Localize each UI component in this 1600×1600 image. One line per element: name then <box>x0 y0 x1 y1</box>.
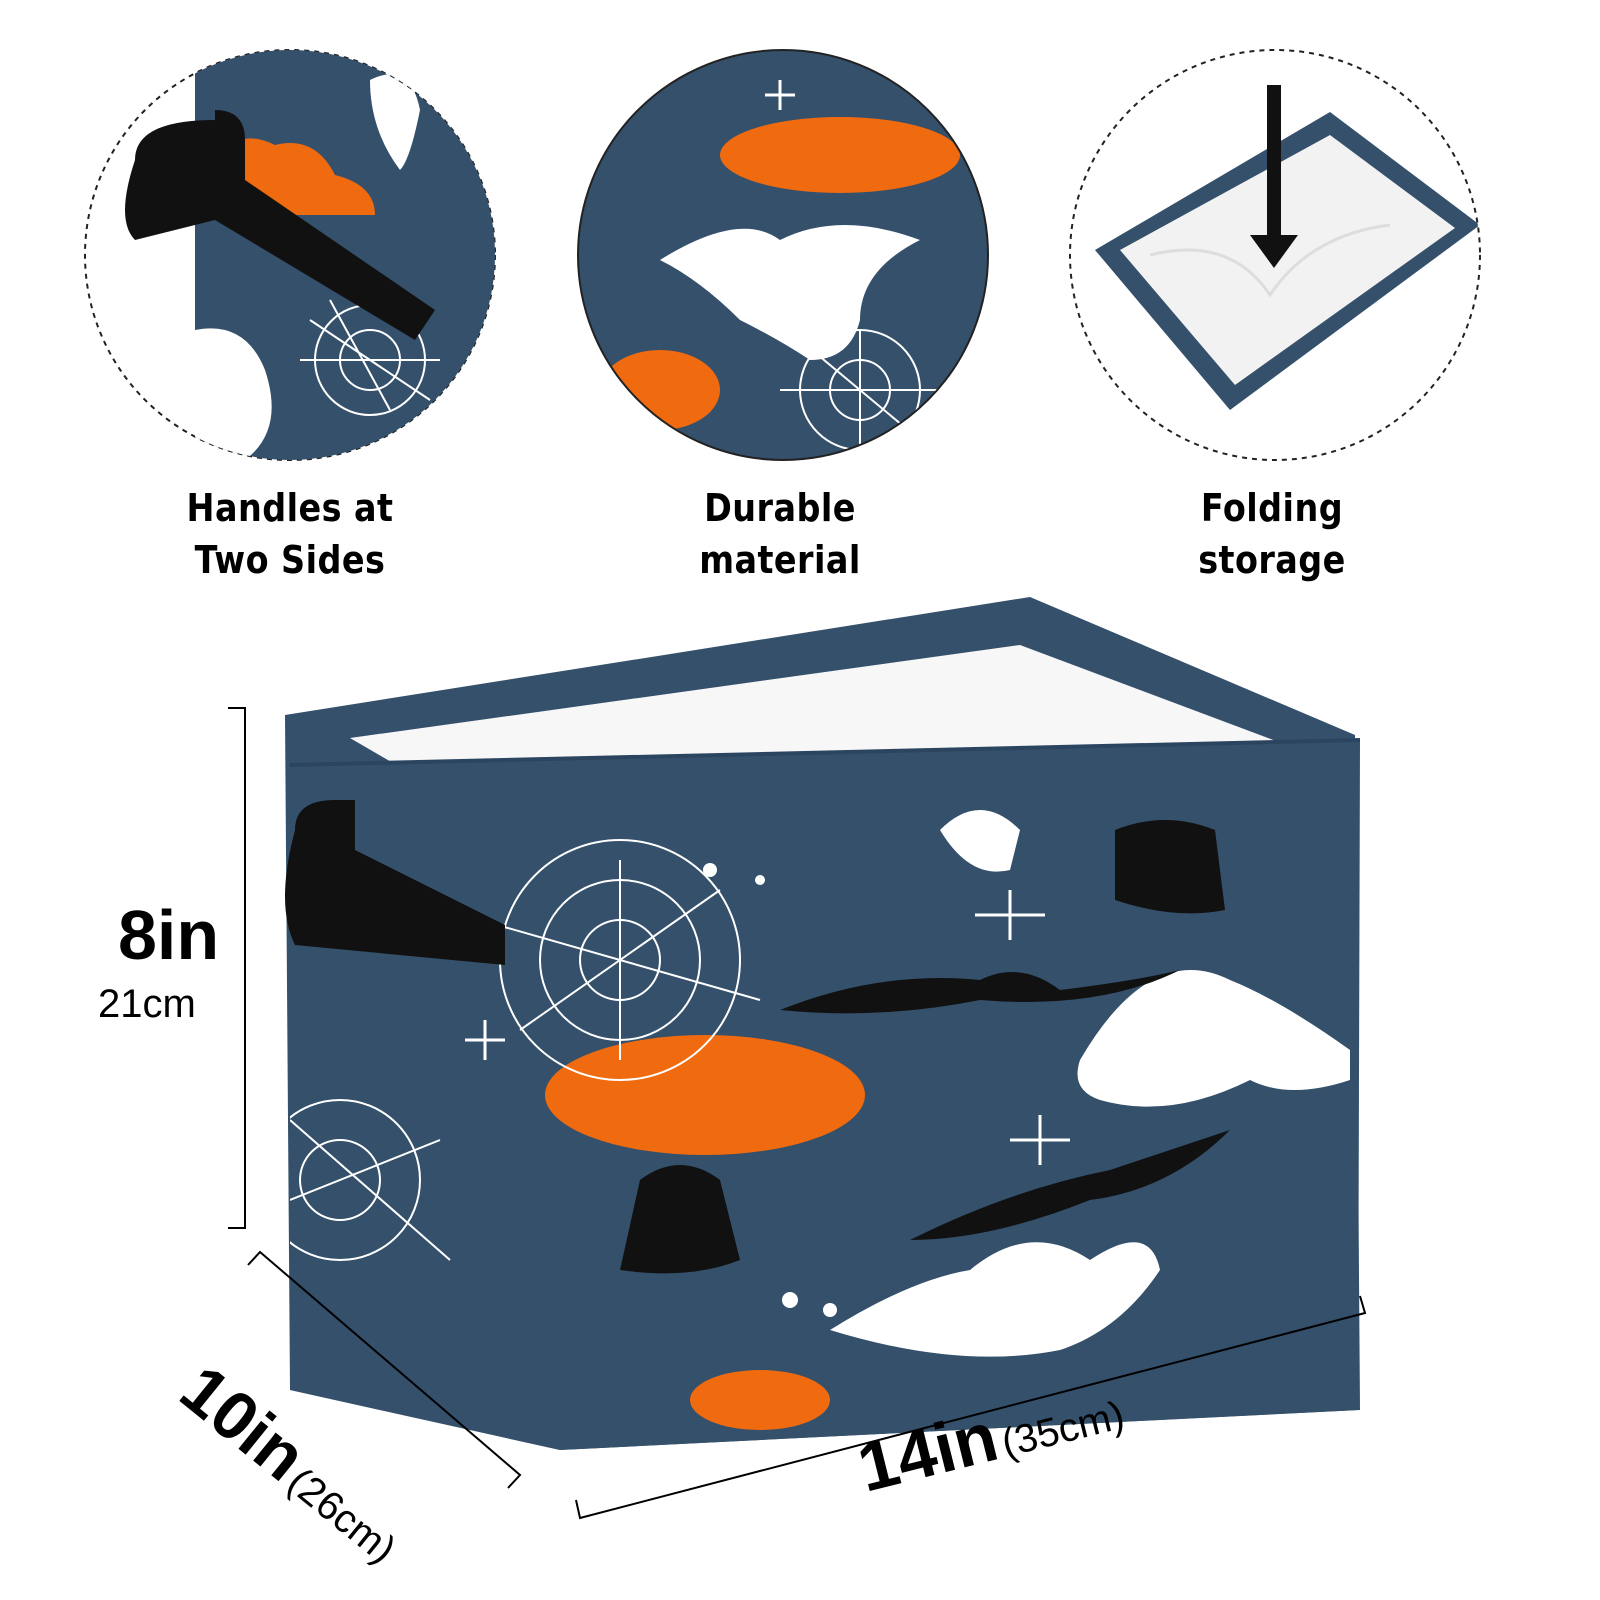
folding-detail-circle <box>1069 49 1481 461</box>
feature-line: Folding <box>1200 486 1344 530</box>
feature-line: Handles at <box>186 486 394 530</box>
feature-label-folding: Folding storage <box>1131 482 1413 586</box>
arrow-down-icon <box>1267 85 1281 245</box>
material-detail-circle <box>577 49 989 461</box>
dimension-lines <box>228 707 1367 1520</box>
feature-line: Two Sides <box>194 538 386 582</box>
handle-icon <box>125 110 435 340</box>
feature-label-handles: Handles at Two Sides <box>149 482 431 586</box>
height-metric: 21cm <box>98 982 196 1026</box>
basket-illustration <box>285 597 1361 1450</box>
height-imperial: 8in <box>118 896 220 974</box>
feature-line: material <box>699 538 861 582</box>
handles-detail-circle <box>84 49 496 461</box>
feature-line: storage <box>1198 538 1346 582</box>
feature-label-material: Durable material <box>639 482 921 586</box>
feature-line: Durable <box>704 486 856 530</box>
handle-icon <box>285 800 505 965</box>
